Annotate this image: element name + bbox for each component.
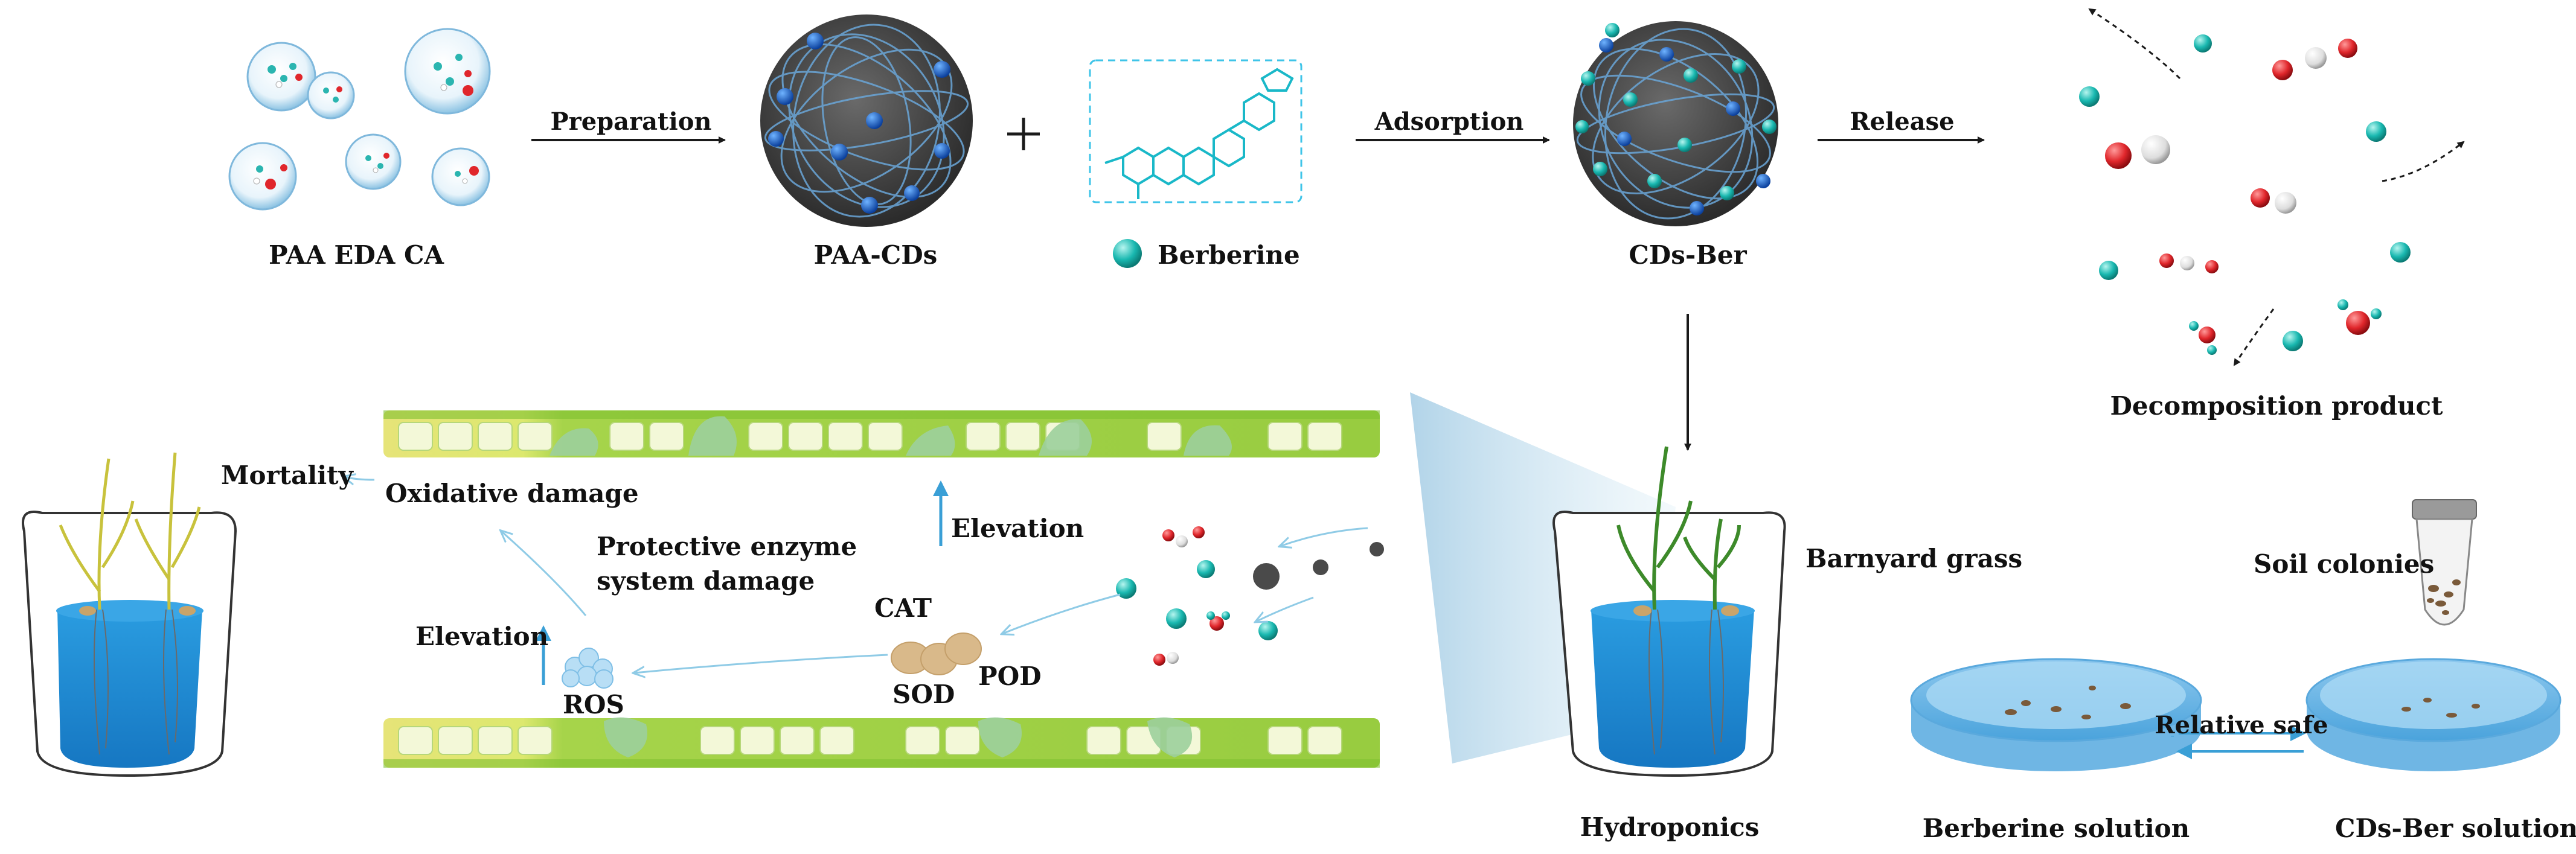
left-beaker (22, 452, 237, 777)
paa-cds-label: PAA-CDs (813, 240, 938, 270)
elevation-left-label: Elevation (415, 622, 549, 651)
mortality-label: Mortality (221, 460, 353, 490)
pod-label: POD (978, 661, 1042, 691)
soil-colonies-label: Soil colonies (2254, 549, 2435, 579)
cat-label: CAT (874, 593, 932, 623)
enzymes (891, 633, 982, 675)
ros-label: ROS (563, 690, 624, 719)
barnyard-grass-label: Barnyard grass (1805, 544, 2023, 573)
cds-ber-label: CDs-Ber (1629, 240, 1747, 270)
entering-particles (1116, 526, 1384, 666)
sod-label: SOD (892, 680, 955, 709)
protective-label-line1: Protective enzyme (597, 532, 857, 561)
berberine-label: Berberine (1158, 240, 1300, 270)
berberine-solution-label: Berberine solution (1922, 814, 2190, 843)
decomposition-label: Decomposition product (2110, 391, 2443, 421)
soil-colonies-tube (2412, 499, 2477, 626)
relative-safe-label: Relative safe (2155, 711, 2328, 739)
cds-ber-dish (2305, 658, 2562, 771)
precursor-molecules (228, 28, 491, 211)
oxidative-damage-label: Oxidative damage (385, 479, 639, 508)
cds-ber-particle (1573, 21, 1778, 226)
paa-cds-particle (760, 14, 973, 227)
hydroponics-beaker (1552, 446, 1786, 777)
cell-layer-bottom (383, 717, 1380, 768)
hydroponics-label: Hydroponics (1580, 812, 1760, 842)
plus-sign (1007, 118, 1040, 150)
berberine-dot (1113, 239, 1142, 268)
cds-ber-solution-label: CDs-Ber solution (2335, 814, 2576, 843)
berberine-structure (1089, 59, 1302, 203)
precursors-label: PAA EDA CA (269, 240, 444, 270)
adsorption-label: Adsorption (1374, 107, 1524, 136)
elevation-mid-label: Elevation (951, 514, 1085, 543)
ros-cluster (562, 648, 614, 689)
protective-label-line2: system damage (597, 566, 815, 596)
berberine-dish (1910, 658, 2202, 771)
cell-layer-top (383, 410, 1380, 457)
preparation-label: Preparation (550, 107, 712, 136)
release-label: Release (1850, 107, 1955, 136)
decomposition-products (2079, 8, 2465, 366)
